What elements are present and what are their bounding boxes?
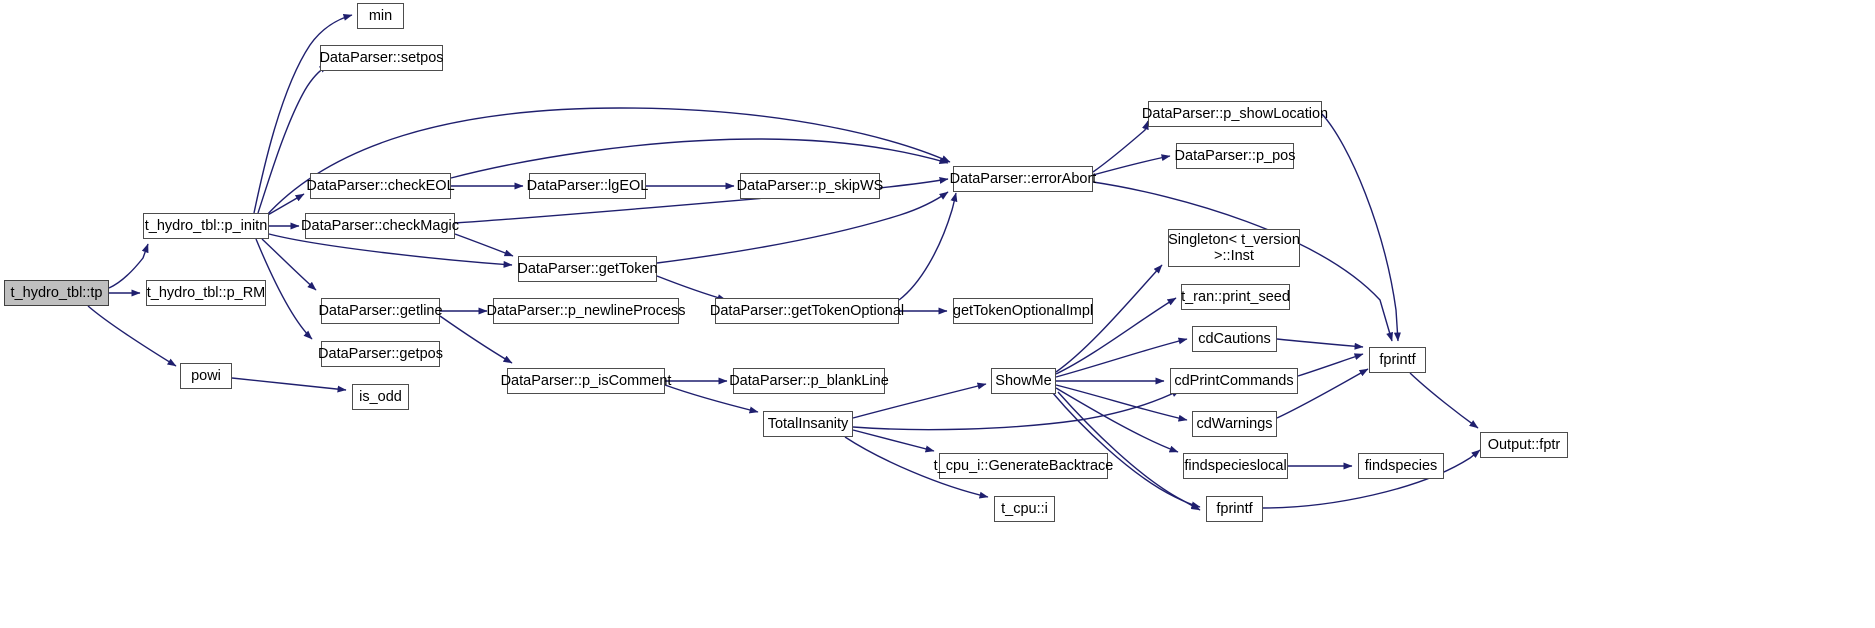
graph-node-t-hydro-tbl-tp[interactable]: t_hydro_tbl::tp [4,280,109,306]
graph-node-cdwarnings[interactable]: cdWarnings [1192,411,1277,437]
graph-node-min[interactable]: min [357,3,404,29]
graph-node-dataparser-p-showlocation[interactable]: DataParser::p_showLocation [1142,101,1328,127]
graph-node-dataparser-errorabort[interactable]: DataParser::errorAbort [950,166,1096,192]
graph-node-is-odd[interactable]: is_odd [352,384,409,410]
graph-node-findspecies[interactable]: findspecies [1358,453,1444,479]
call-edge [264,107,951,218]
graph-node-dataparser-gettoken[interactable]: DataParser::getToken [517,256,658,282]
call-edge [1276,368,1369,419]
call-edge [268,233,513,268]
call-edge [253,13,353,214]
call-edge [261,238,317,291]
call-edge [664,384,759,414]
call-edge [1297,353,1364,377]
graph-node-singleton-t-version-inst[interactable]: Singleton< t_version >::Inst [1168,229,1300,267]
graph-node-dataparser-checkmagic[interactable]: DataParser::checkMagic [301,213,459,239]
graph-node-dataparser-getpos[interactable]: DataParser::getpos [318,341,443,367]
graph-node-dataparser-p-pos[interactable]: DataParser::p_pos [1175,143,1295,169]
call-edge [1409,372,1479,429]
graph-node-t-hydro-tbl-p-initn[interactable]: t_hydro_tbl::p_initn [143,213,269,239]
call-edge [844,436,989,499]
graph-node-dataparser-checkeol[interactable]: DataParser::checkEOL [306,173,455,199]
graph-node-dataparser-setpos[interactable]: DataParser::setpos [319,45,444,71]
call-edge [1055,384,1188,422]
graph-node-t-cpu-i-generatebacktrace[interactable]: t_cpu_i::GenerateBacktrace [934,453,1113,479]
call-edge [1057,391,1201,511]
call-edge [1055,264,1163,373]
call-edge [87,305,177,367]
graph-node-output-fptr[interactable]: Output::fptr [1480,432,1568,458]
call-edge [450,138,949,179]
graph-node-gettokenoptionalimpl[interactable]: getTokenOptionalImpl [953,298,1093,324]
call-edge [1092,120,1149,173]
graph-node-cdcautions[interactable]: cdCautions [1192,326,1277,352]
call-edge [439,315,513,364]
call-edge [1055,337,1188,378]
graph-node-dataparser-p-iscomment[interactable]: DataParser::p_isComment [501,368,671,394]
graph-node-dataparser-p-newlineprocess[interactable]: DataParser::p_newlineProcess [486,298,686,324]
graph-node-dataparser-p-skipws[interactable]: DataParser::p_skipWS [737,173,883,199]
call-edge [108,243,149,289]
call-edge [1092,181,1393,342]
graph-node-dataparser-getline[interactable]: DataParser::getline [318,298,443,324]
graph-node-cdprintcommands[interactable]: cdPrintCommands [1170,368,1298,394]
graph-node-findspecieslocal[interactable]: findspecieslocal [1183,453,1288,479]
call-edge [454,233,514,257]
call-edge [852,389,1181,431]
call-edge [1321,113,1401,342]
graph-node-fprintf[interactable]: fprintf [1369,347,1426,373]
graph-node-t-ran-print-seed[interactable]: t_ran::print_seed [1181,284,1290,310]
graph-node-showme[interactable]: ShowMe [991,368,1056,394]
graph-node-dataparser-gettokenoptional[interactable]: DataParser::getTokenOptional [710,298,904,324]
call-edge [852,382,987,419]
call-edge [656,191,949,264]
call-edge [255,238,313,340]
call-edge [265,193,305,217]
call-edge [1276,338,1364,350]
graph-node-powi[interactable]: powi [180,363,232,389]
call-edge [231,377,347,393]
call-edge [656,275,727,302]
call-edge [1262,449,1481,509]
call-edge [257,64,329,214]
call-edge [1055,297,1177,375]
graph-node-t-cpu-i[interactable]: t_cpu::i [994,496,1055,522]
call-edge [1092,154,1171,176]
graph-node-dataparser-lgeol[interactable]: DataParser::lgEOL [527,173,648,199]
call-edge [898,192,958,301]
graph-node-dataparser-p-blankline[interactable]: DataParser::p_blankLine [729,368,889,394]
graph-node-totalinsanity[interactable]: TotalInsanity [763,411,853,437]
graph-node-fprintf[interactable]: fprintf [1206,496,1263,522]
call-edge [1055,387,1179,453]
call-edge [852,429,935,453]
graph-node-t-hydro-tbl-p-rm[interactable]: t_hydro_tbl::p_RM [146,280,266,306]
